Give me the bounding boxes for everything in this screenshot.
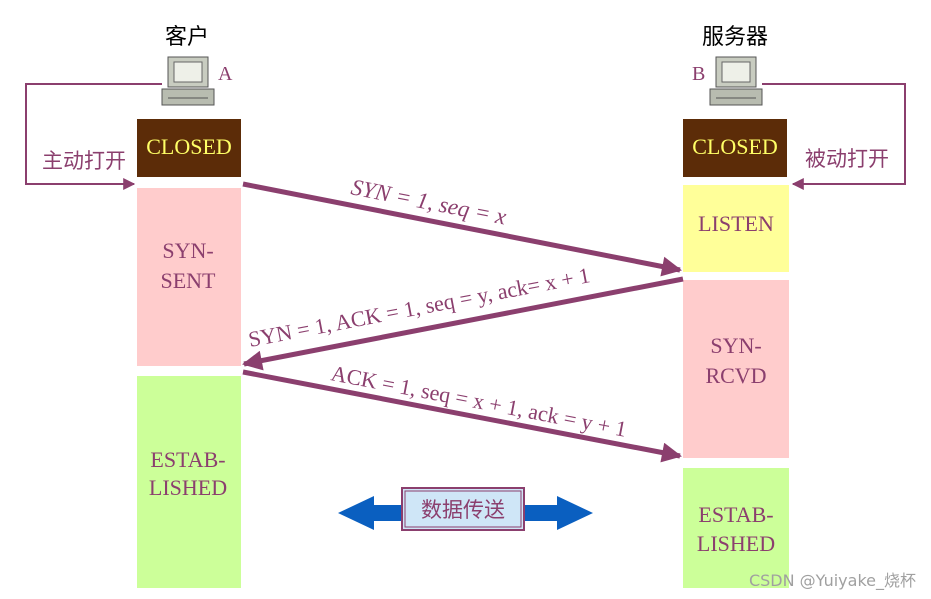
server-listen-label: LISTEN	[698, 211, 774, 236]
active-open-loop	[25, 83, 162, 190]
server-established-label-line1: ESTAB-	[698, 502, 773, 527]
ack-message-label: ACK = 1, seq = x + 1, ack = y + 1	[329, 360, 629, 441]
server-syn-rcvd-label-line1: SYN-	[710, 333, 761, 358]
client-established-state	[137, 376, 241, 588]
syn-ack-arrow	[242, 276, 684, 371]
watermark: CSDN @Yuiyake_烧杯	[749, 571, 916, 591]
active-open-label: 主动打开	[42, 149, 126, 173]
passive-open-label: 被动打开	[805, 147, 889, 171]
client-computer-icon	[161, 56, 215, 106]
active-open-label-bg	[32, 143, 134, 173]
server-syn-rcvd-label-line2: RCVD	[705, 363, 766, 388]
client-syn-sent-state	[137, 188, 241, 366]
client-title: 客户	[165, 25, 209, 50]
server-closed-state	[683, 119, 787, 177]
client-host-label: A	[218, 63, 233, 85]
client-established-label-line2: LISHED	[149, 475, 227, 500]
client-closed-label: CLOSED	[146, 134, 232, 159]
data-transfer-box	[401, 487, 525, 531]
client-closed-state	[137, 119, 241, 177]
passive-open-loop	[762, 83, 906, 190]
syn-arrow	[242, 181, 682, 277]
server-computer-icon	[709, 56, 763, 106]
client-established-label-line1: ESTAB-	[150, 447, 225, 472]
server-listen-state	[683, 185, 789, 272]
server-syn-rcvd-state	[683, 280, 789, 458]
passive-open-label-bg	[795, 143, 899, 173]
client-syn-sent-label-line1: SYN-	[162, 238, 213, 263]
data-transfer-double-arrow	[338, 496, 593, 530]
data-transfer-label: 数据传送	[421, 498, 505, 522]
client-syn-sent-label-line2: SENT	[161, 268, 217, 293]
server-host-label: B	[692, 63, 705, 85]
server-closed-label: CLOSED	[692, 134, 778, 159]
ack-arrow	[242, 369, 682, 463]
server-established-state	[683, 468, 789, 588]
server-established-label-line2: LISHED	[697, 531, 775, 556]
server-title: 服务器	[702, 25, 768, 50]
